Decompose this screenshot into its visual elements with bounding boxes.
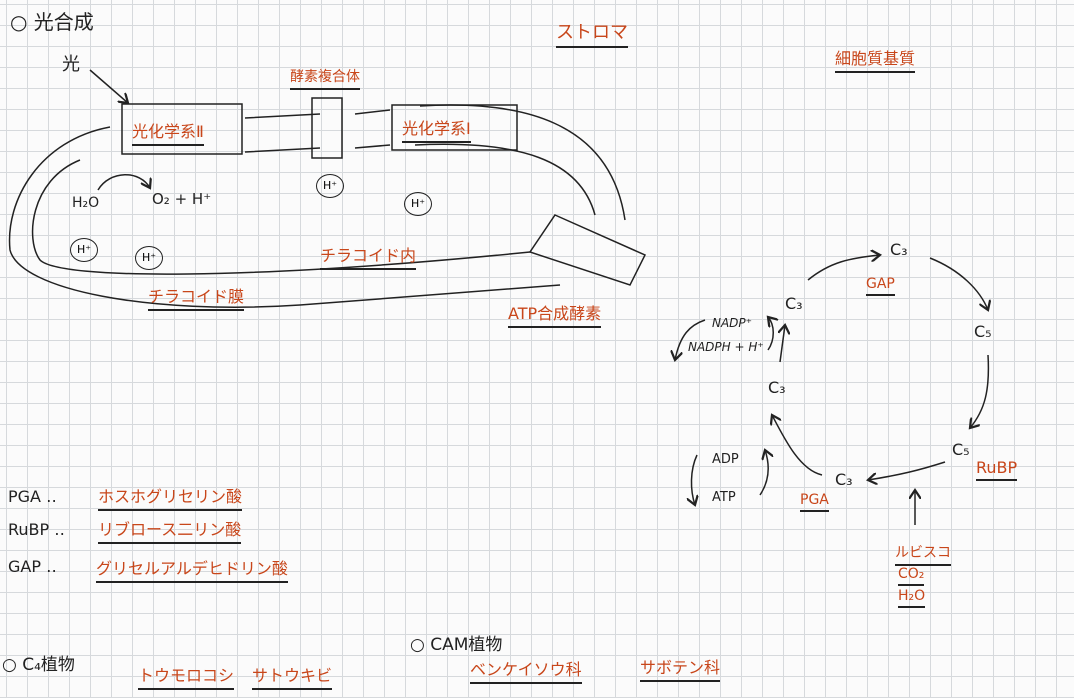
cycle-nadp: NADP⁺ — [712, 316, 752, 330]
cycle-nadph: NADPH + H⁺ — [688, 340, 764, 354]
label-ps1: 光化学系Ⅰ — [402, 115, 471, 143]
cycle-c3: C₃ — [768, 378, 786, 397]
c4-example: トウモロコシ — [138, 662, 235, 690]
photosystem-1-box — [391, 104, 518, 151]
cycle-adp: ADP — [712, 452, 739, 467]
label-cytoplasm: 細胞質基質 — [835, 45, 916, 73]
cycle-atp: ATP — [712, 490, 736, 505]
inner-membrane — [31, 159, 531, 275]
c4-title: ○ C₄植物 — [2, 655, 75, 675]
glossary-full: グリセルアルデヒドリン酸 — [96, 555, 288, 583]
glossary-full: ホスホグリセリン酸 — [98, 483, 243, 511]
glossary-abbr: PGA ‥ — [8, 487, 57, 506]
h-ion: H⁺ — [404, 192, 432, 216]
label-h2o: H₂O — [72, 195, 100, 211]
cycle-h2o: H₂O — [898, 588, 926, 608]
h-ion: H⁺ — [135, 246, 163, 270]
cycle-c3: C₃ — [890, 240, 908, 259]
cycle-co2: CO₂ — [898, 566, 925, 586]
glossary-abbr: GAP ‥ — [8, 557, 57, 576]
cycle-rubp: RuBP — [976, 458, 1018, 481]
outer-membrane — [8, 126, 561, 308]
h-ion: H⁺ — [316, 174, 344, 198]
label-stroma: ストロマ — [556, 18, 628, 48]
cam-title: ○ CAM植物 — [410, 635, 503, 655]
glossary-abbr: RuBP ‥ — [8, 520, 65, 539]
label-light: 光 — [62, 54, 80, 75]
cycle-c3: C₃ — [835, 470, 853, 489]
cycle-c5: C₅ — [952, 440, 970, 459]
cycle-gap: GAP — [866, 276, 895, 296]
photosystem-2-box — [121, 103, 243, 155]
h-ion: H⁺ — [70, 238, 98, 262]
label-o2-h: O₂ + H⁺ — [152, 190, 212, 208]
c4-example: サトウキビ — [252, 662, 333, 690]
page-title: ○ 光合成 — [10, 10, 94, 34]
atp-synthase-shape — [528, 214, 647, 286]
label-enzyme-complex: 酵素複合体 — [290, 66, 360, 90]
cam-example: サボテン科 — [640, 654, 721, 682]
cycle-rubisco: ルビスコ — [895, 542, 951, 566]
label-ps2: 光化学系Ⅱ — [132, 118, 204, 146]
glossary-full: リブロース二リン酸 — [98, 516, 242, 544]
cycle-pga: PGA — [800, 492, 829, 512]
label-thylakoid-inside: チラコイド内 — [320, 242, 417, 270]
enzyme-complex-box — [311, 97, 343, 159]
cam-example: ベンケイソウ科 — [470, 656, 582, 684]
cycle-c5: C₅ — [974, 322, 992, 341]
label-thylakoid-membrane: チラコイド膜 — [148, 283, 245, 311]
label-atp-synthase: ATP合成酵素 — [508, 300, 602, 328]
cycle-c3: C₃ — [785, 294, 803, 313]
